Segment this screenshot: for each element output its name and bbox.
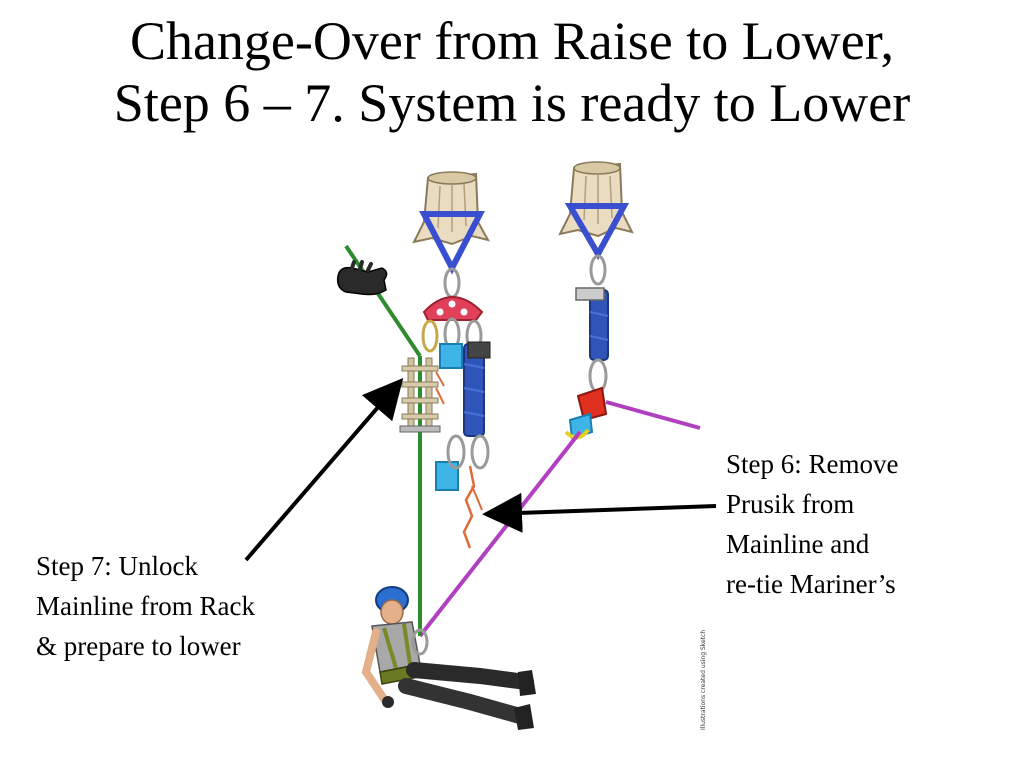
step6-line-1: Step 6: Remove bbox=[726, 449, 899, 479]
step6-note: Step 6: Remove Prusik from Mainline and … bbox=[726, 444, 898, 604]
lower-carabiner-left bbox=[446, 434, 466, 470]
slide-title: Change-Over from Raise to Lower, Step 6 … bbox=[0, 10, 1024, 134]
step6-line-3: Mainline and bbox=[726, 529, 870, 559]
left-anchor-strap bbox=[419, 211, 485, 275]
mainline-tail bbox=[344, 244, 422, 358]
lower-carabiner-right bbox=[470, 434, 490, 470]
brake-rack bbox=[399, 357, 445, 433]
slide-title-line-1: Change-Over from Raise to Lower, bbox=[129, 11, 895, 71]
belay-carabiner bbox=[588, 358, 608, 394]
right-anchor-strap bbox=[564, 203, 630, 261]
prusik-cord bbox=[462, 465, 476, 549]
illustration-credit: Illustrations created using Sketchup & R… bbox=[700, 630, 707, 730]
step6-line-4: re-tie Mariner’s bbox=[726, 569, 896, 599]
belay-sling bbox=[575, 287, 609, 361]
step7-line-2: Mainline from Rack bbox=[36, 591, 255, 621]
step6-arrow bbox=[482, 492, 717, 533]
plate-carabiner-left bbox=[421, 319, 439, 353]
prusik-tail bbox=[471, 485, 483, 511]
glove bbox=[336, 260, 388, 296]
step7-line-1: Step 7: Unlock bbox=[36, 551, 198, 581]
step7-note: Step 7: Unlock Mainline from Rack & prep… bbox=[36, 546, 255, 666]
right-anchor-carabiner bbox=[589, 254, 607, 286]
slide-title-line-2: Step 6 – 7. System is ready to Lower bbox=[113, 73, 911, 133]
rigging-plate bbox=[422, 296, 484, 321]
step6-line-2: Prusik from bbox=[726, 489, 855, 519]
step7-line-3: & prepare to lower bbox=[36, 631, 241, 661]
belay-line bbox=[418, 430, 582, 638]
belay-line-tail bbox=[605, 400, 701, 430]
left-tree-stump bbox=[412, 171, 490, 246]
belay-device bbox=[564, 386, 608, 440]
load-sling bbox=[463, 341, 491, 437]
rescuer-figure bbox=[361, 586, 536, 730]
right-tree-stump bbox=[558, 161, 634, 238]
step7-arrow bbox=[244, 377, 404, 562]
upper-pulley-tag bbox=[439, 343, 463, 369]
